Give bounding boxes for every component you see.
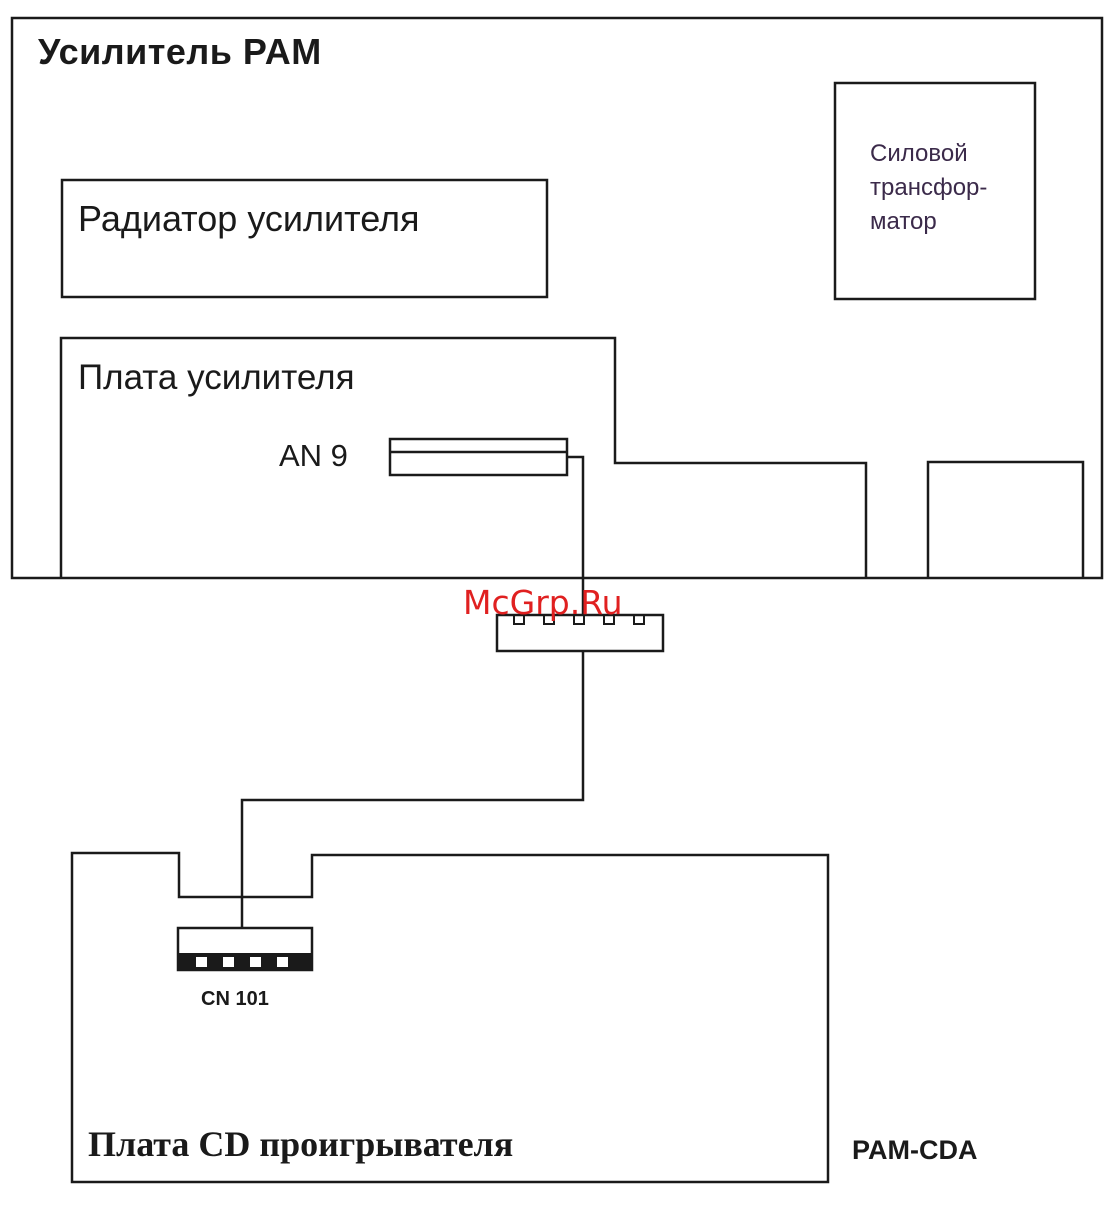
cn101-pin <box>250 957 261 967</box>
plug-pin <box>634 615 644 624</box>
an9-connector <box>390 439 567 475</box>
amplifier-title: Усилитель PAM <box>38 34 322 70</box>
an9-label: AN 9 <box>279 440 348 471</box>
cd-board-label: Плата CD проигрывателя <box>88 1126 513 1162</box>
model-label: PAM-CDA <box>852 1137 977 1164</box>
transformer-label: Силовой трансфор-матор <box>870 137 1020 239</box>
watermark: McGrp.Ru <box>463 586 623 619</box>
cn101-label: CN 101 <box>201 989 269 1009</box>
radiator-label: Радиатор усилителя <box>78 201 420 237</box>
cn101-pin <box>196 957 207 967</box>
cn101-pin <box>223 957 234 967</box>
cable-lower <box>242 651 583 928</box>
small-block-outline <box>928 462 1083 578</box>
cn101-pin <box>277 957 288 967</box>
amp-board-label: Плата усилителя <box>78 360 355 395</box>
